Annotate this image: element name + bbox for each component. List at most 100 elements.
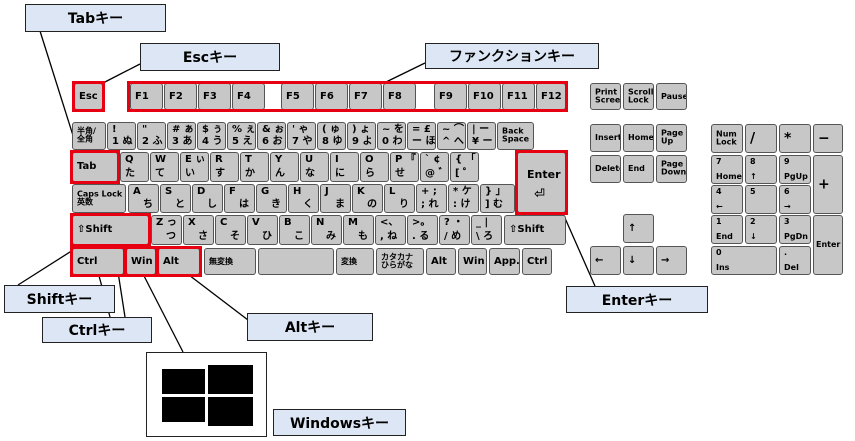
f5-key[interactable]: F5	[281, 83, 314, 110]
key-e[interactable]: E ぃい	[180, 152, 209, 182]
page-down-key[interactable]: Page Down	[656, 155, 687, 183]
left-shift-key[interactable]: ⇧Shift	[72, 215, 149, 245]
key-p[interactable]: P 『せ	[390, 152, 419, 182]
home-key[interactable]: Home	[623, 124, 654, 152]
enter-key[interactable]: Enter ⏎	[517, 152, 566, 213]
f1-key[interactable]: F1	[130, 83, 163, 110]
end-key[interactable]: End	[623, 155, 654, 183]
arrow-up-key[interactable]: ↑	[623, 214, 654, 243]
arrow-right-key[interactable]: →	[656, 246, 687, 275]
key-left-bracket[interactable]: { 「[ ゜	[450, 152, 479, 182]
key-period[interactable]: >。. る	[407, 215, 438, 245]
key-slash[interactable]: ? ・/ め	[439, 215, 470, 245]
key-2[interactable]: "2 ふ	[137, 122, 166, 150]
scroll-lock-key[interactable]: Scroll Lock	[623, 83, 654, 110]
f4-key[interactable]: F4	[232, 83, 265, 110]
key-minus[interactable]: = £ー ほ	[407, 122, 436, 150]
numpad-8-key[interactable]: 8↑	[745, 155, 777, 184]
numpad-decimal-key[interactable]: .Del	[779, 246, 811, 275]
print-screen-key[interactable]: Print Screen	[590, 83, 621, 110]
pause-key[interactable]: Pause	[656, 83, 687, 110]
caps-lock-key[interactable]: Caps Lock 英数	[72, 184, 126, 213]
f10-key[interactable]: F10	[468, 83, 501, 110]
numpad-divide-key[interactable]: /	[745, 124, 777, 153]
backspace-key[interactable]: Back Space	[497, 122, 534, 150]
f2-key[interactable]: F2	[164, 83, 197, 110]
tab-key[interactable]: Tab	[72, 152, 118, 182]
f3-key[interactable]: F3	[198, 83, 231, 110]
left-alt-key[interactable]: Alt	[158, 248, 200, 275]
muhenkan-key[interactable]: 無変換	[204, 248, 256, 275]
esc-key[interactable]: Esc	[74, 83, 103, 110]
numpad-5-key[interactable]: 5	[745, 185, 777, 214]
key-semicolon[interactable]: + ;; れ	[416, 184, 447, 213]
key-1[interactable]: !1 ぬ	[107, 122, 136, 150]
key-colon[interactable]: * ケ: け	[448, 184, 479, 213]
key-right-bracket[interactable]: } 」] む	[480, 184, 515, 213]
key-comma[interactable]: <、, ね	[375, 215, 406, 245]
right-alt-key[interactable]: Alt	[426, 248, 456, 275]
app-key[interactable]: App.	[489, 248, 520, 275]
num-lock-key[interactable]: Num Lock	[711, 124, 743, 153]
arrow-down-key[interactable]: ↓	[623, 246, 654, 275]
arrow-left-key[interactable]: ←	[590, 246, 621, 275]
f8-key[interactable]: F8	[383, 83, 416, 110]
f11-key[interactable]: F11	[502, 83, 535, 110]
page-up-key[interactable]: Page Up	[656, 124, 687, 152]
numpad-2-key[interactable]: 2↓	[745, 215, 777, 244]
numpad-6-key[interactable]: 6→	[779, 185, 811, 214]
numpad-minus-key[interactable]: −	[813, 124, 843, 153]
space-key[interactable]	[258, 248, 334, 275]
f7-key[interactable]: F7	[349, 83, 382, 110]
numpad-plus-key[interactable]: +	[813, 155, 843, 214]
right-shift-key[interactable]: ⇧Shift	[504, 215, 566, 245]
right-ctrl-key[interactable]: Ctrl	[522, 248, 552, 275]
katakana-hiragana-key[interactable]: カタカナ ひらがな	[376, 248, 424, 275]
key-z[interactable]: Z っつ	[151, 215, 182, 245]
henkan-key[interactable]: 変換	[336, 248, 374, 275]
insert-key[interactable]: Insert	[590, 124, 621, 152]
delete-key[interactable]: Delete	[590, 155, 621, 183]
f12-key[interactable]: F12	[536, 83, 566, 110]
key-at[interactable]: ` ¢@ ゛	[420, 152, 449, 182]
numpad-enter-key[interactable]: Enter	[813, 215, 843, 275]
numpad-multiply-key[interactable]: *	[779, 124, 811, 153]
key-yen[interactable]: | ー¥ ー	[467, 122, 496, 150]
